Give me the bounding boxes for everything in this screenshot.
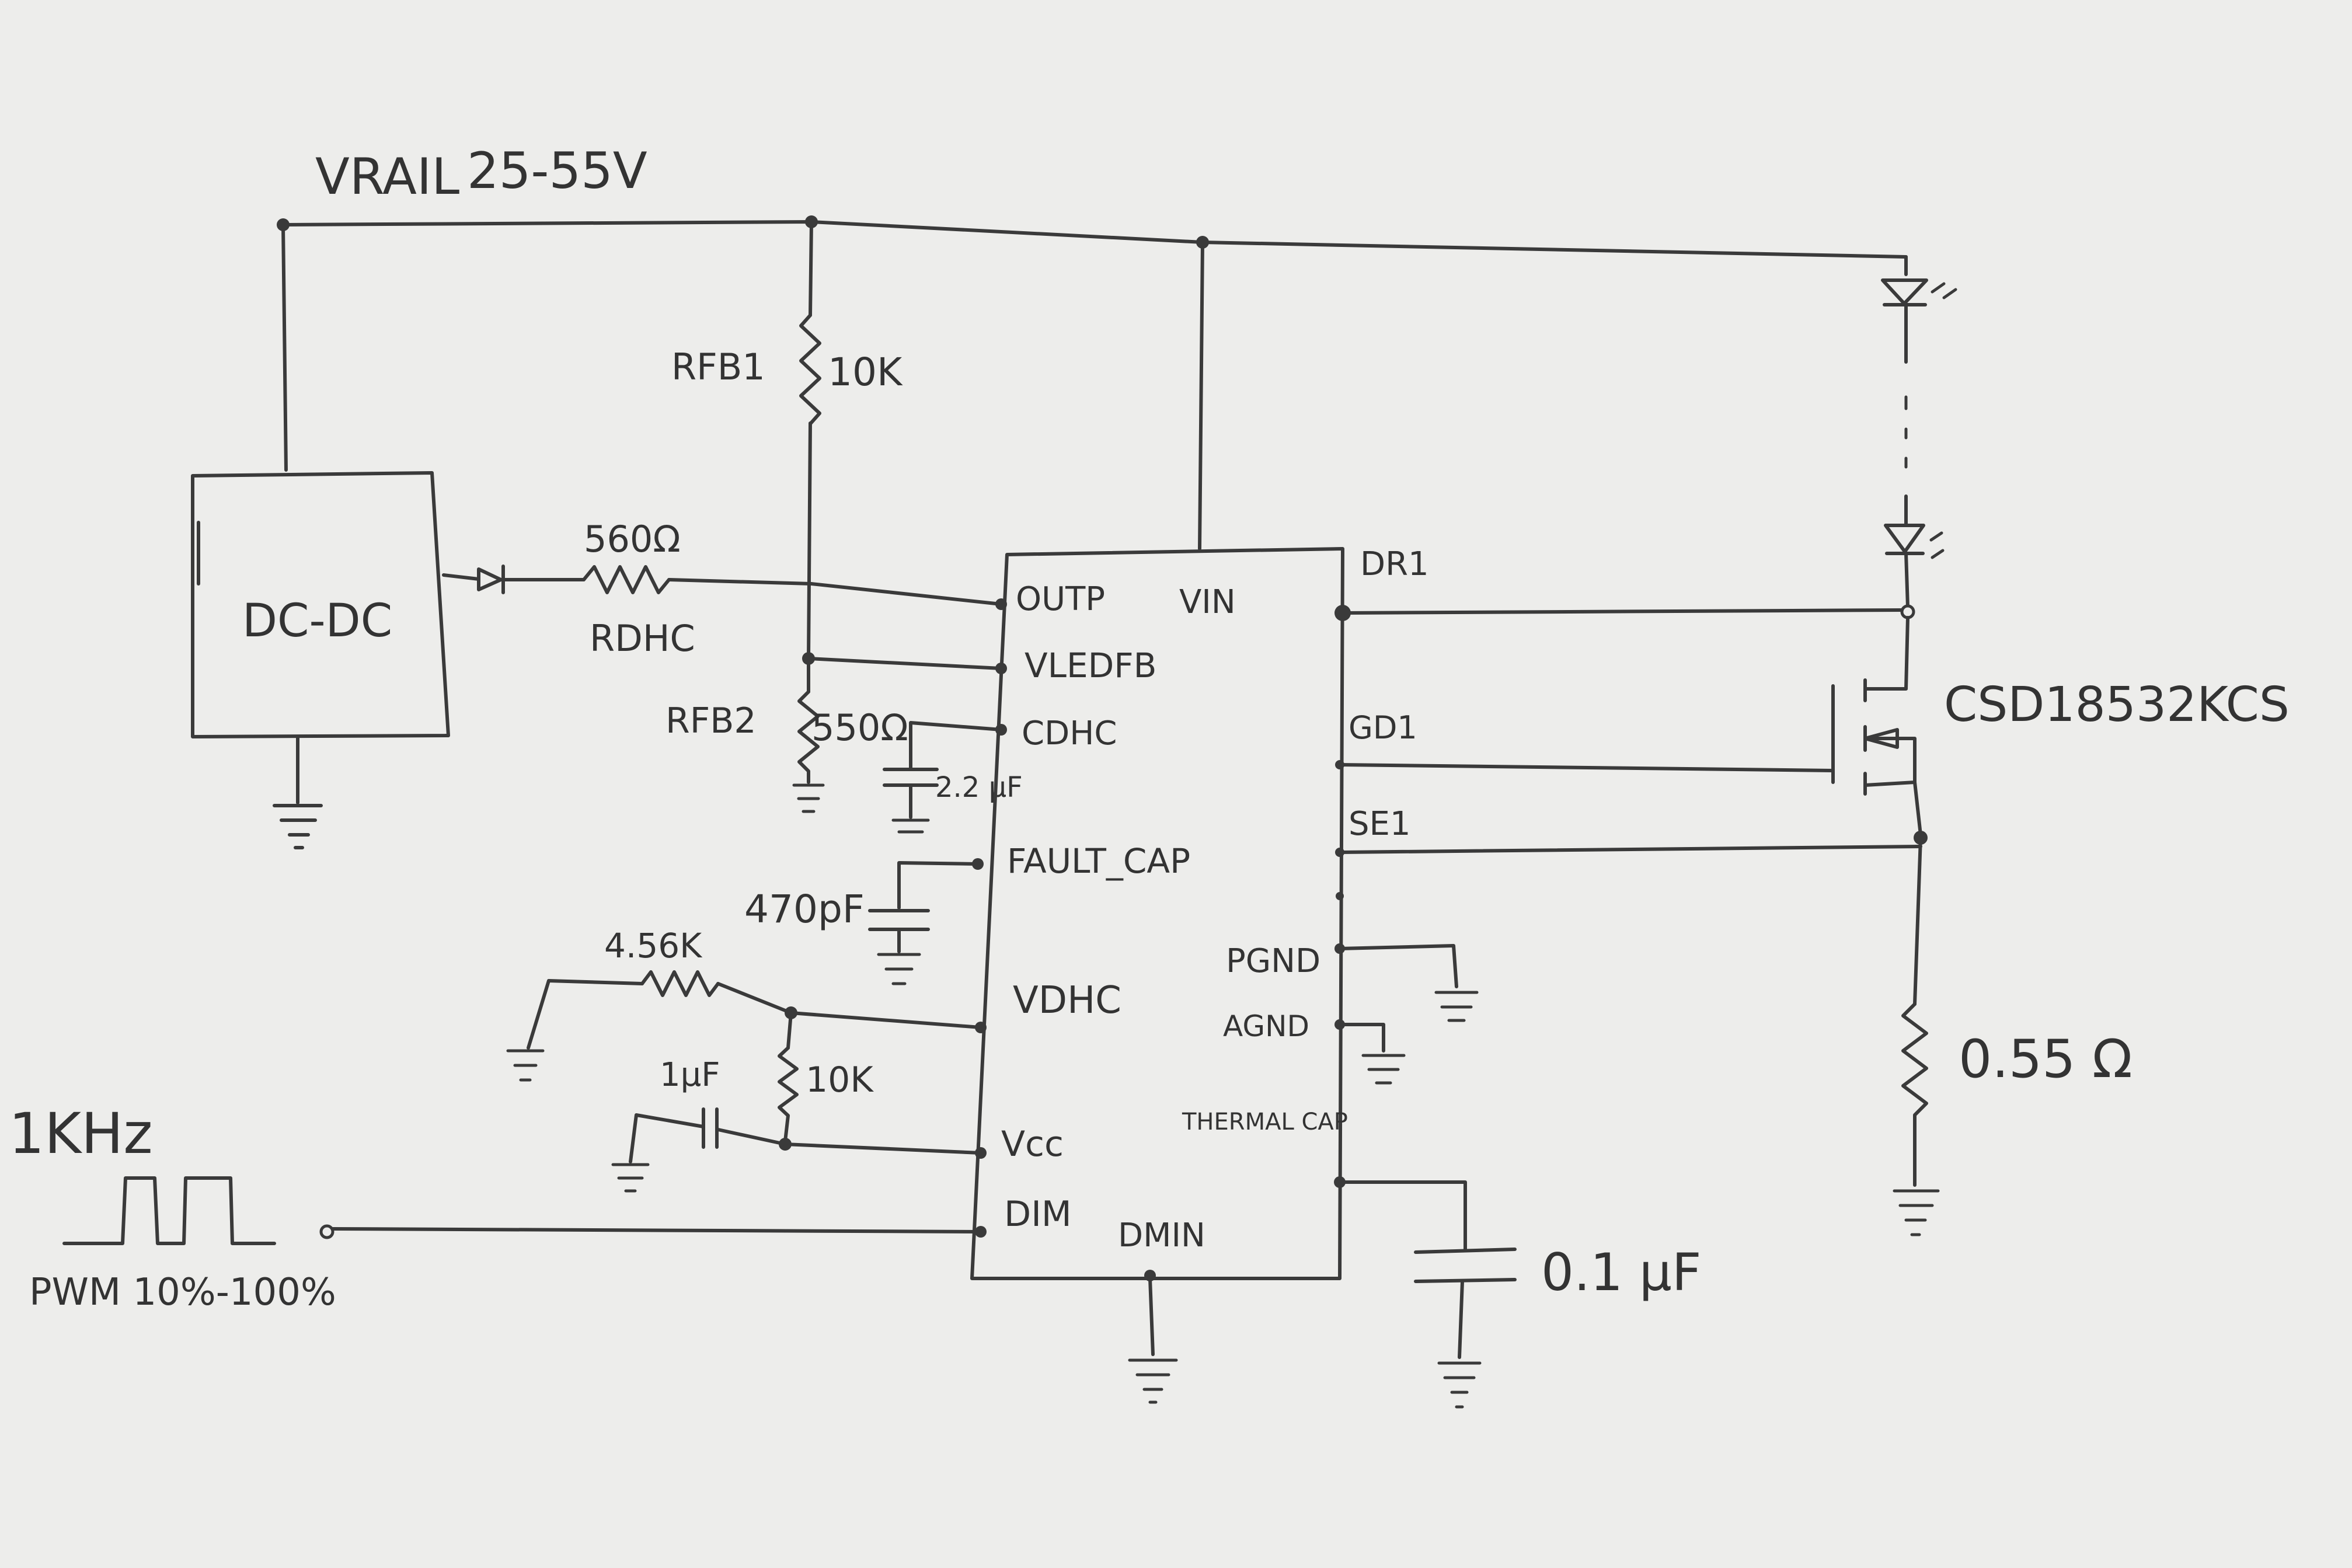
mosfet-part: CSD18532KCS xyxy=(1944,677,2290,733)
sense-resistor-value: 0.55 Ω xyxy=(1959,1029,2133,1090)
pin-vdhc: VDHC xyxy=(1013,979,1121,1022)
led-symbol xyxy=(1884,524,1945,559)
pin-vledfb: VLEDFB xyxy=(1025,646,1156,685)
dcdc-label: DC-DC xyxy=(242,595,392,647)
vrail-label: VRAIL 25-55V xyxy=(315,142,647,206)
agnd-ground xyxy=(1338,1023,1406,1085)
thermal-cap-value: 0.1 μF xyxy=(1541,1242,1702,1302)
pin-vin: VIN xyxy=(1179,583,1236,621)
pin-vcc: Vcc xyxy=(1001,1124,1064,1165)
pwm-frequency: 1KHz xyxy=(9,1101,153,1166)
pin-dot xyxy=(975,1226,987,1238)
ground-symbol xyxy=(273,804,323,849)
rfb1-value: 10K xyxy=(828,350,903,395)
source-terminal xyxy=(319,1224,334,1239)
mosfet: CSD18532KCS xyxy=(1338,616,2290,854)
rfb2-name: RFB2 xyxy=(665,701,757,741)
r-vdhc-value: 4.56K xyxy=(604,926,703,966)
rfb2-value: 550Ω xyxy=(811,706,908,749)
diode-symbol xyxy=(477,565,505,594)
c-vcc-value: 1μF xyxy=(660,1056,720,1094)
r-vcc-value: 10K xyxy=(806,1060,874,1100)
pin-cdhc: CDHC xyxy=(1022,715,1117,752)
fault-cap-value: 470pF xyxy=(744,887,865,932)
led-driver-ic: OUTP VLEDFB CDHC FAULT_CAP VDHC Vcc DIM … xyxy=(970,545,1429,1281)
vdhc-network: 4.56K 10K 1μF xyxy=(506,926,987,1193)
pin-agnd: AGND xyxy=(1223,1009,1309,1043)
pin-pgnd: PGND xyxy=(1226,942,1320,980)
dmin-ground xyxy=(1128,1277,1178,1404)
pin-se1: SE1 xyxy=(1349,805,1411,843)
pin-gd1: GD1 xyxy=(1349,709,1417,746)
cdhc-capacitor: 2.2 μF xyxy=(883,721,1023,834)
fault-capacitor: 470pF xyxy=(744,858,984,985)
sense-resistor: 0.55 Ω xyxy=(1893,836,2133,1236)
pin-outp: OUTP xyxy=(1016,580,1105,618)
rail-wire xyxy=(277,215,1908,550)
pin-dim: DIM xyxy=(1004,1194,1072,1235)
rdhc-name: RDHC xyxy=(590,617,695,660)
pin-dmin: DMIN xyxy=(1118,1217,1205,1255)
led-string xyxy=(1341,255,1957,619)
rdhc-value: 560Ω xyxy=(584,518,681,560)
pin-dot xyxy=(1336,892,1344,900)
pin-thermal-cap: THERMAL CAP xyxy=(1182,1109,1348,1135)
rfb1-name: RFB1 xyxy=(671,346,765,388)
vrail-name: VRAIL xyxy=(315,148,459,206)
thermal-capacitor: 0.1 μF xyxy=(1338,1180,1702,1409)
cdhc-value: 2.2 μF xyxy=(935,771,1023,804)
pgnd-ground xyxy=(1338,944,1479,1022)
pin-dot xyxy=(1144,1270,1156,1281)
pwm-duty: PWM 10%-100% xyxy=(29,1271,336,1314)
pin-dot xyxy=(972,858,984,870)
pin-dr1: DR1 xyxy=(1360,545,1429,583)
vrail-range: 25-55V xyxy=(467,142,647,200)
led-symbol xyxy=(1881,278,1957,306)
pin-fault-cap: FAULT_CAP xyxy=(1007,841,1190,881)
dcdc-block: DC-DC xyxy=(191,471,450,849)
rdhc-branch: 560Ω RDHC xyxy=(442,518,1007,660)
rfb-divider: RFB1 10K RFB2 550Ω xyxy=(665,220,1007,813)
pwm-source: 1KHz PWM 10%-100% xyxy=(9,1101,987,1314)
